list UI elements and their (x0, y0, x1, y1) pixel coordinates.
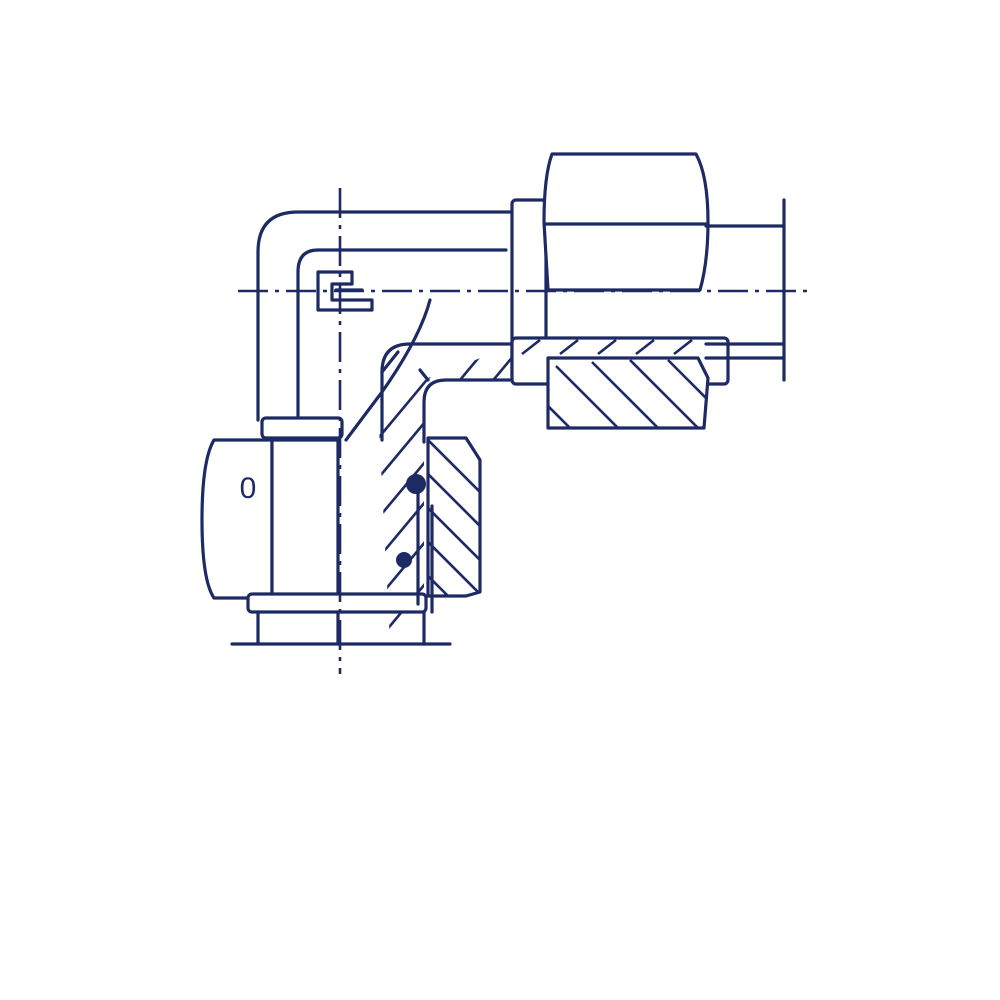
body-inner-contour (296, 248, 508, 422)
vertical-nut-front (270, 438, 340, 600)
body-outer-contour (256, 210, 514, 422)
horizontal-nut-bottom (546, 356, 710, 430)
vertical-tube (256, 610, 426, 646)
vertical-ring (260, 416, 344, 440)
center-lines (238, 188, 808, 674)
vertical-ferrule (246, 592, 428, 614)
body-bore-outline (380, 342, 514, 444)
vertical-nut-left (200, 438, 274, 600)
horizontal-ferrule-hatch (521, 338, 693, 356)
horizontal-branch (510, 152, 786, 430)
horizontal-nut-hatch (548, 359, 708, 428)
o-ring-upper (406, 474, 426, 494)
horizontal-tube (704, 224, 786, 360)
horizontal-nut-top (542, 152, 710, 292)
body-mark: 0 (240, 472, 257, 505)
body-diagonal-edge (344, 298, 432, 442)
o-ring-lower (396, 552, 412, 568)
vertical-branch: 0 (200, 416, 482, 646)
seal-groove (416, 492, 434, 614)
